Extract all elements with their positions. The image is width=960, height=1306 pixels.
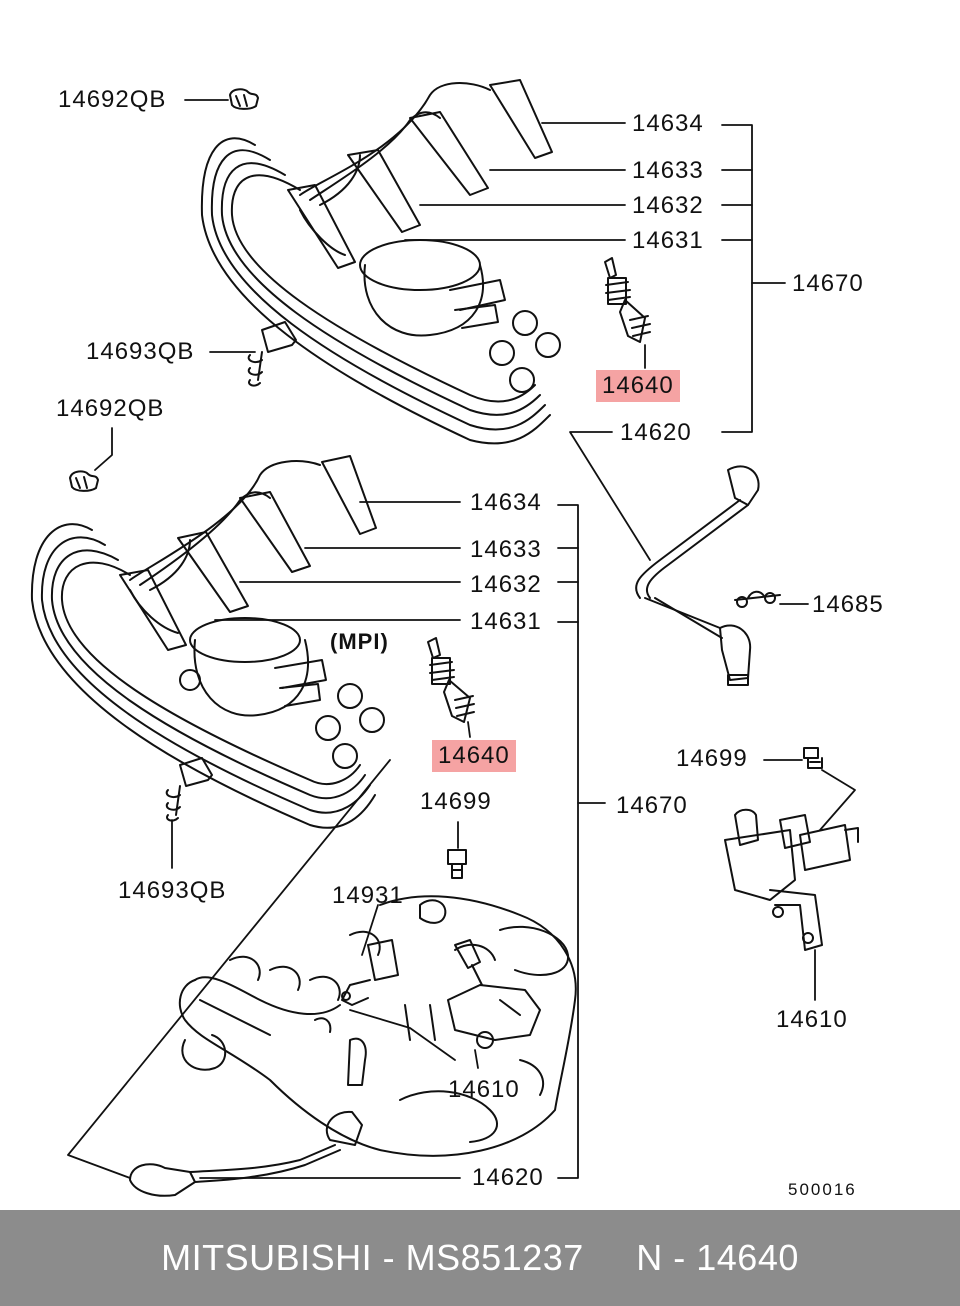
mid-wire-set bbox=[30, 455, 385, 829]
label-14632-mid: 14632 bbox=[470, 571, 542, 598]
label-14692qb-mid: 14692QB bbox=[56, 395, 165, 422]
bolt-mid bbox=[447, 849, 467, 879]
label-14631-top: 14631 bbox=[632, 227, 704, 254]
label-14931: 14931 bbox=[332, 882, 404, 909]
diagram-drawing bbox=[30, 79, 859, 1197]
ignition-wire-upper bbox=[635, 465, 760, 686]
label-14699-right: 14699 bbox=[676, 745, 748, 772]
label-14640-mid-highlighted: 14640 bbox=[432, 740, 516, 772]
mid-spark-plug bbox=[427, 637, 475, 723]
mid-leader-lines bbox=[67, 427, 856, 1179]
diagram-code: 500016 bbox=[788, 1180, 857, 1199]
bolt-right bbox=[803, 747, 823, 769]
label-14634-mid: 14634 bbox=[470, 489, 542, 516]
top-spark-plug bbox=[604, 257, 651, 343]
label-14670-top: 14670 bbox=[792, 270, 864, 297]
label-14633-top: 14633 bbox=[632, 157, 704, 184]
label-14699-mid: 14699 bbox=[420, 788, 492, 815]
footer-part-info: MITSUBISHI - MS851237 N - 14640 bbox=[161, 1237, 799, 1278]
label-14685: 14685 bbox=[812, 591, 884, 618]
mid-clip-large bbox=[165, 757, 213, 822]
top-clip-small bbox=[229, 88, 259, 110]
label-14670-mid: 14670 bbox=[616, 792, 688, 819]
label-14692qb-top: 14692QB bbox=[58, 86, 167, 113]
top-clip-large bbox=[247, 321, 297, 387]
top-leader-lines bbox=[184, 99, 786, 433]
label-14693qb-mid: 14693QB bbox=[118, 877, 227, 904]
intake-manifold bbox=[178, 895, 577, 1157]
label-14632-top: 14632 bbox=[632, 192, 704, 219]
coil-right bbox=[724, 808, 859, 951]
clip-14685 bbox=[734, 590, 781, 608]
label-14631-mid: 14631 bbox=[470, 608, 542, 635]
top-wire-set bbox=[200, 79, 561, 445]
ignition-wire-lower bbox=[129, 1110, 363, 1197]
label-14610-right: 14610 bbox=[776, 1006, 848, 1033]
parts-diagram: 14692QB 14634 14633 14632 14631 14670 14… bbox=[30, 79, 884, 1199]
label-14620-mid: 14620 bbox=[620, 419, 692, 446]
label-14620-low: 14620 bbox=[472, 1164, 544, 1191]
footer-bar: MITSUBISHI - MS851237 N - 14640 bbox=[0, 1210, 960, 1306]
label-14633-mid: 14633 bbox=[470, 536, 542, 563]
label-14610-low: 14610 bbox=[448, 1076, 520, 1103]
label-14640-top-highlighted: 14640 bbox=[596, 370, 680, 402]
mid-clip-small bbox=[69, 470, 99, 492]
label-14693qb-top: 14693QB bbox=[86, 338, 195, 365]
label-14634-top: 14634 bbox=[632, 110, 704, 137]
label-mpi: (MPI) bbox=[330, 629, 389, 654]
